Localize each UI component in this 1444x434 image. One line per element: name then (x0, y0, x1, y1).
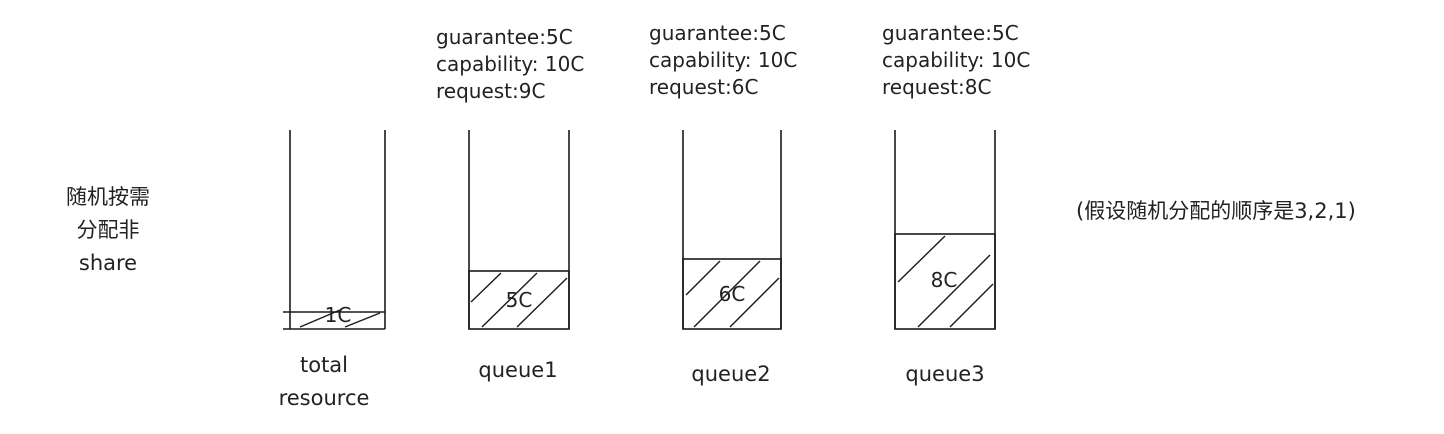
queue3-column: guarantee:5C capability: 10C request:8C … (882, 21, 1030, 386)
queue1-guarantee: guarantee:5C (436, 25, 573, 49)
queue1-request: request:9C (436, 79, 545, 103)
allocation-order-note: (假设随机分配的顺序是3,2,1) (1076, 199, 1356, 223)
left-description: 随机按需 分配非 share (66, 185, 150, 275)
queue2-hatch-1 (685, 260, 721, 296)
total-resource-column: 1C total resource (279, 130, 386, 410)
queue2-column: guarantee:5C capability: 10C request:6C … (649, 21, 797, 386)
queue1-column: guarantee:5C capability: 10C request:9C … (436, 25, 584, 382)
queue2-hatch-3 (729, 277, 780, 328)
total-hatch-2 (344, 312, 381, 328)
queue1-allocated-block (468, 270, 570, 330)
queue2-hatch-2 (693, 260, 761, 328)
queue1-name: queue1 (478, 358, 557, 382)
queue2-request: request:6C (649, 75, 758, 99)
queue1-hatch-2 (481, 272, 538, 328)
left-label-line-2: 分配非 (77, 218, 140, 242)
total-used-label: 1C (325, 303, 352, 327)
queue3-name: queue3 (905, 362, 984, 386)
queue2-allocated-label: 6C (719, 282, 746, 306)
queue2-name: queue2 (691, 362, 770, 386)
queue3-hatch-3 (949, 283, 994, 328)
queue1-hatch-1 (470, 272, 502, 303)
queue2-allocated-block (682, 258, 782, 330)
total-hatch-1 (299, 309, 341, 328)
queue3-allocated-block (894, 233, 996, 330)
left-label-line-1: 随机按需 (66, 185, 150, 209)
queue2-capability: capability: 10C (649, 48, 797, 72)
total-label-line-2: resource (279, 386, 370, 410)
left-label-line-3: share (79, 251, 137, 275)
queue2-guarantee: guarantee:5C (649, 21, 786, 45)
total-label-line-1: total (300, 353, 348, 377)
queue3-request: request:8C (882, 75, 991, 99)
queue3-guarantee: guarantee:5C (882, 21, 1019, 45)
queue3-hatch-2 (917, 254, 991, 328)
queue1-allocated-label: 5C (506, 288, 533, 312)
queue3-allocated-label: 8C (931, 268, 958, 292)
queue3-capability: capability: 10C (882, 48, 1030, 72)
queue1-capability: capability: 10C (436, 52, 584, 76)
queue3-hatch-1 (897, 235, 946, 283)
queue1-hatch-3 (516, 277, 568, 328)
